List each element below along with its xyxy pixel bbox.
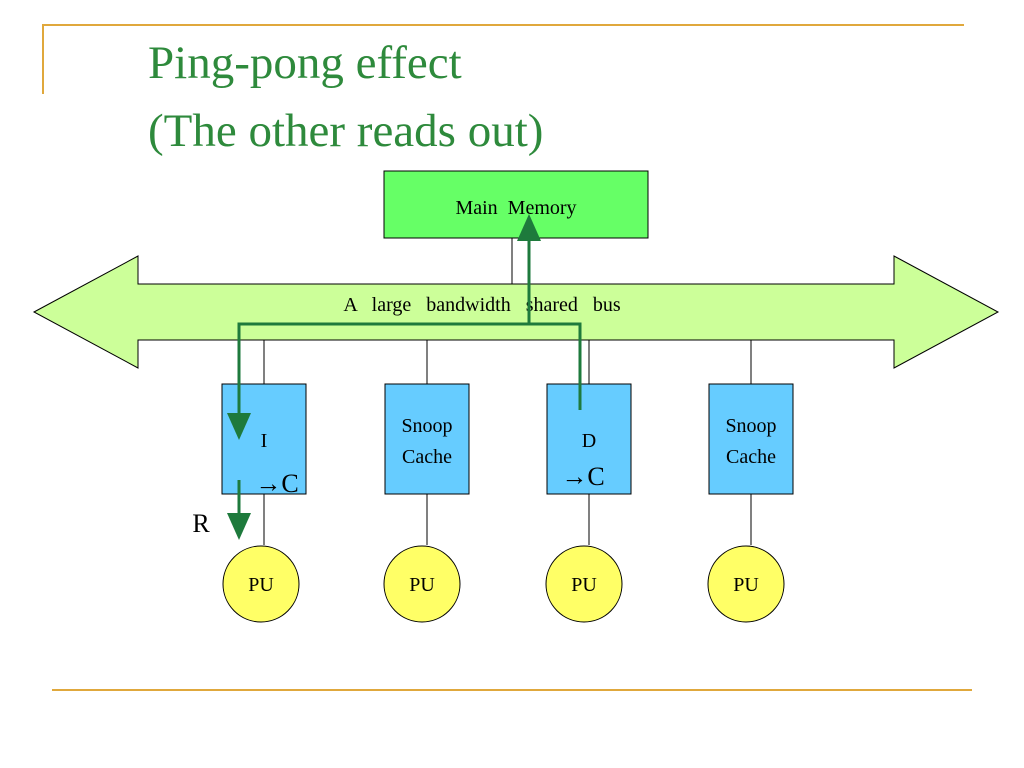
pu-4 — [707, 545, 785, 623]
slide-frame-bottom — [52, 689, 972, 691]
bus-to-reader-arrow — [227, 322, 529, 440]
slide-frame-top — [42, 24, 964, 26]
cache-4-label-line1: Snoop — [725, 415, 776, 437]
shared-bus — [32, 255, 1000, 369]
slide-title-line-1: Ping-pong effect — [148, 37, 462, 89]
cache-box-2 — [384, 383, 470, 495]
pu-2 — [383, 545, 461, 623]
cache-3-state: D — [582, 430, 596, 452]
cache-box-3 — [546, 383, 632, 495]
cache-1-state: I — [261, 430, 268, 452]
main-memory-box — [383, 170, 649, 239]
pu-3-label: PU — [571, 574, 597, 596]
cache-box-4 — [708, 383, 794, 495]
read-label: R — [192, 509, 210, 538]
dirty-writeback-arrow — [517, 214, 582, 410]
bus-label: A large bandwidth shared bus — [343, 294, 621, 316]
pu-1-label: PU — [248, 574, 274, 596]
cache-2-label-line2: Cache — [402, 446, 452, 468]
pu-4-label: PU — [733, 574, 759, 596]
pu-2-label: PU — [409, 574, 435, 596]
cache-2-label-line1: Snoop — [401, 415, 452, 437]
cache-1-transition: →C — [255, 469, 298, 498]
pu-3 — [545, 545, 623, 623]
cache-4-label-line2: Cache — [726, 446, 776, 468]
pu-1 — [222, 545, 300, 623]
cache-3-transition: →C — [561, 462, 604, 491]
slide-frame-left — [42, 24, 44, 94]
slide-title-line-2: (The other reads out) — [148, 105, 544, 157]
main-memory-label: Main Memory — [455, 197, 576, 219]
